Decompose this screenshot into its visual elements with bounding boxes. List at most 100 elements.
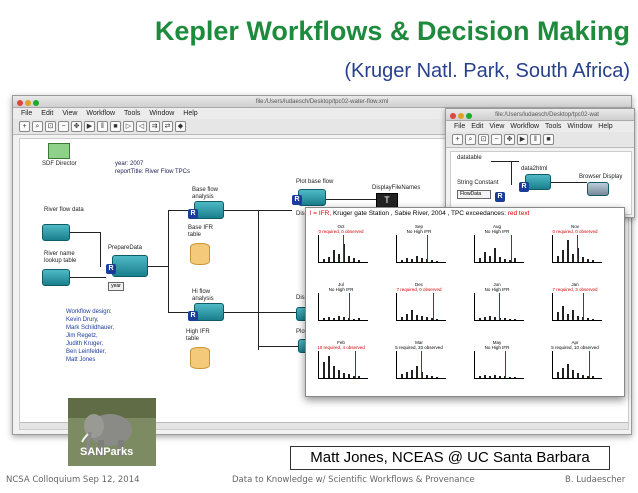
menu-view[interactable]: View: [62, 110, 78, 117]
river-name-table-actor[interactable]: [42, 269, 70, 286]
panel-status: 0 required, 0 observed: [552, 229, 598, 234]
figure-header-main: Kruger gate Station , Sabie River, 2004 …: [332, 210, 506, 217]
histogram-bar: [489, 316, 491, 320]
pause-icon[interactable]: ‖: [97, 121, 108, 132]
menu-workflow[interactable]: Workflow: [510, 123, 540, 130]
run-icon[interactable]: ▶: [84, 121, 95, 132]
designer-6: Matt Jones: [66, 357, 96, 363]
panel-month: Nov: [570, 224, 579, 229]
panel-status: No High IFR: [484, 287, 510, 292]
panel-status: 10 required, 4 observed: [317, 345, 365, 350]
minimize-icon[interactable]: [25, 100, 31, 106]
zoom-reset-icon[interactable]: ⌕: [32, 121, 43, 132]
minimize-icon[interactable]: [458, 113, 464, 119]
zoom-icon[interactable]: [466, 113, 472, 119]
tpc-figure: l = IFR, Kruger gate Station , Sabie Riv…: [305, 207, 625, 397]
stop-icon[interactable]: ■: [110, 121, 121, 132]
horizontal-scrollbar[interactable]: [20, 422, 628, 429]
histogram-bar: [323, 362, 325, 378]
second-toolbar: + ⌕ ⊡ − ✥ ▶ ‖ ■: [446, 132, 634, 148]
main-window-titlebar[interactable]: file:/Users/ludaesch/Desktop/tpc02-water…: [13, 96, 631, 108]
browser-display-actor[interactable]: [587, 182, 609, 196]
panel-status: 5 required, 33 observed: [395, 345, 443, 350]
plot-base-flow-actor[interactable]: [298, 189, 326, 206]
menu-window[interactable]: Window: [149, 110, 175, 117]
menu-edit[interactable]: Edit: [471, 123, 484, 130]
ifr-threshold-line: [343, 235, 344, 262]
menu-tools[interactable]: Tools: [124, 110, 141, 117]
director-icon[interactable]: [48, 143, 70, 159]
histogram-bar: [479, 318, 481, 320]
param-report-title[interactable]: reportTitle: River Flow TPCs: [115, 169, 191, 175]
histogram-bar: [338, 254, 340, 262]
pan-icon[interactable]: ✥: [504, 134, 515, 145]
input-port-icon[interactable]: ◁: [136, 121, 147, 132]
second-window-titlebar[interactable]: file:/Users/ludaesch/Desktop/tpc02-wat: [446, 109, 634, 121]
run-icon[interactable]: ▶: [517, 134, 528, 145]
base-flow-analysis-actor[interactable]: [194, 201, 224, 219]
zoom-out-icon[interactable]: −: [58, 121, 69, 132]
menu-help[interactable]: Help: [183, 110, 198, 117]
menu-workflow[interactable]: Workflow: [86, 110, 116, 117]
menu-tools[interactable]: Tools: [545, 123, 562, 130]
histogram-bar: [323, 259, 325, 262]
histogram-bar: [509, 377, 511, 378]
river-flow-data-actor[interactable]: [42, 224, 70, 241]
ifr-threshold-line: [421, 351, 422, 378]
histogram-bar: [592, 319, 594, 320]
panel-histogram: [318, 235, 368, 263]
zoom-icon[interactable]: [33, 100, 39, 106]
histogram-bar: [436, 319, 438, 320]
close-icon[interactable]: [450, 113, 456, 119]
histogram-bar: [562, 250, 564, 262]
histogram-bar: [484, 375, 486, 378]
zoom-reset-icon[interactable]: ⌕: [465, 134, 476, 145]
footer-right: B. Ludaescher: [565, 475, 626, 485]
panel-histogram: [396, 293, 446, 321]
hi-flow-analysis-actor[interactable]: [194, 303, 224, 321]
menu-view[interactable]: View: [489, 123, 505, 130]
zoom-in-icon[interactable]: +: [452, 134, 463, 145]
pan-icon[interactable]: ✥: [71, 121, 82, 132]
zoom-fit-icon[interactable]: ⊡: [45, 121, 56, 132]
histogram-bar: [514, 319, 516, 320]
histogram-bar: [333, 250, 335, 262]
panel-histogram: [552, 235, 602, 263]
zoom-fit-icon[interactable]: ⊡: [478, 134, 489, 145]
histogram-bar: [343, 373, 345, 378]
pause-icon[interactable]: ‖: [530, 134, 541, 145]
stop-icon[interactable]: ■: [543, 134, 554, 145]
panel-month: Feb: [337, 340, 345, 345]
histogram-bar: [572, 310, 574, 320]
ifr-threshold-line: [349, 293, 350, 320]
director-label: SDF Director: [42, 161, 77, 167]
year-box[interactable]: year: [108, 282, 124, 291]
menu-window[interactable]: Window: [567, 123, 593, 130]
panel-histogram: [474, 293, 524, 321]
histogram-bar: [577, 248, 579, 262]
menu-edit[interactable]: Edit: [41, 110, 54, 117]
base-ifr-table-db-icon[interactable]: [190, 243, 210, 265]
port-icon[interactable]: ▷: [123, 121, 134, 132]
zoom-out-icon[interactable]: −: [491, 134, 502, 145]
flowdata-box[interactable]: FlowData: [457, 190, 491, 199]
zoom-in-icon[interactable]: +: [19, 121, 30, 132]
menu-help[interactable]: Help: [598, 123, 613, 130]
panel-month: Sep: [414, 224, 423, 229]
histogram-bar: [592, 376, 594, 378]
elephant-photo: SANParks: [68, 398, 156, 466]
relation-icon[interactable]: ◆: [175, 121, 186, 132]
histogram-bar: [562, 368, 564, 378]
second-canvas[interactable]: datatable data2html R String Constant Fl…: [450, 151, 632, 215]
histogram-bar: [436, 377, 438, 378]
menu-file[interactable]: File: [454, 123, 466, 130]
multiport-icon[interactable]: ⇉: [149, 121, 160, 132]
panel-histogram: [318, 293, 368, 321]
prepare-data-actor[interactable]: [112, 255, 148, 277]
menu-file[interactable]: File: [21, 110, 33, 117]
io-port-icon[interactable]: ⇄: [162, 121, 173, 132]
param-year[interactable]: year: 2007: [115, 161, 144, 167]
close-icon[interactable]: [17, 100, 23, 106]
high-ifr-table-db-icon[interactable]: [190, 347, 210, 369]
